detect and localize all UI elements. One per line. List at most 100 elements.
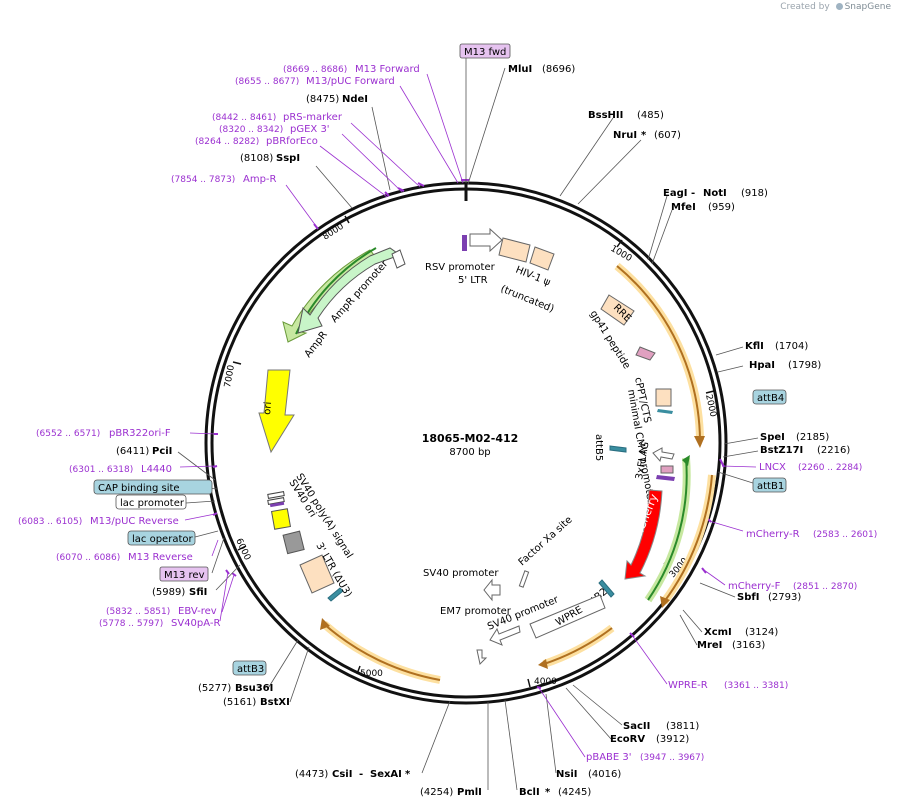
orf-arrow-3[interactable]	[543, 627, 613, 665]
ltr3-box[interactable]	[299, 554, 335, 594]
enzyme-xcmi[interactable]: XcmI (3124)	[704, 627, 778, 638]
enzyme-pos: (8108)	[240, 153, 273, 164]
cmv-promoter-arrow[interactable]	[652, 447, 675, 463]
hiv-psi-box[interactable]	[529, 246, 555, 271]
ltr5-box[interactable]	[498, 237, 531, 263]
orf-arrowhead-2	[660, 596, 670, 608]
primer-pbrforeco[interactable]: (8264 .. 8282) pBRforEco	[195, 136, 318, 147]
enzyme-mlui[interactable]: MluI (8696)	[508, 64, 575, 75]
orf-arrow-4[interactable]	[323, 623, 441, 681]
cds-arrow-a[interactable]	[647, 457, 688, 601]
enzyme-pos: (8475)	[306, 94, 339, 105]
rre-box[interactable]	[600, 294, 635, 326]
enzyme-bstxi[interactable]: (5161) BstXI	[223, 697, 290, 708]
rsv-promoter-arrow[interactable]	[469, 227, 503, 253]
lac-promoter-box[interactable]: lac promoter	[115, 494, 187, 510]
enzyme-name: BclI	[519, 787, 540, 798]
enzyme-sbfi[interactable]: SbfI (2793)	[737, 592, 801, 603]
primer-range: (2260 .. 2284)	[798, 463, 862, 473]
svg-text:CAP binding site: CAP binding site	[98, 483, 180, 494]
plasmid-length: 8700 bp	[449, 447, 490, 458]
enzyme-name: MreI	[697, 640, 722, 651]
cppt-box[interactable]	[655, 388, 672, 407]
primer-m13-puc-reverse[interactable]: (6083 .. 6105) M13/pUC Reverse	[18, 516, 179, 527]
primer-pbabe-3[interactable]: pBABE 3' (3947 .. 3967)	[586, 752, 704, 763]
primer-m13-reverse[interactable]: (6070 .. 6086) M13 Reverse	[56, 552, 193, 563]
mcherry-arrow[interactable]	[624, 489, 663, 580]
enzyme-mfei[interactable]: MfeI (959)	[671, 202, 735, 213]
attb1-box[interactable]: attB1	[752, 477, 787, 493]
enzyme-bsu36i[interactable]: (5277) Bsu36I	[198, 683, 273, 694]
enzyme-csii-sexai[interactable]: (4473) CsiI - SexAI *	[295, 769, 411, 780]
lac-operator-box[interactable]: lac operator	[127, 530, 196, 546]
primer-pgex-3[interactable]: (8320 .. 8342) pGEX 3'	[219, 124, 330, 135]
enzyme-pmli[interactable]: (4254) PmlI	[420, 787, 482, 798]
enzyme-ndei[interactable]: (8475) NdeI	[306, 94, 368, 105]
orf-arrow-1[interactable]	[616, 265, 701, 441]
orf-arrowhead-4	[320, 618, 330, 630]
primer-m13-forward[interactable]: (8669 .. 8686) M13 Forward	[283, 64, 420, 75]
ampr-promoter-box[interactable]	[391, 249, 406, 269]
enzyme-pos: (2216)	[817, 445, 850, 456]
primer-lncx[interactable]: LNCX (2260 .. 2284)	[759, 462, 862, 473]
enzyme-name: PmlI	[457, 787, 482, 798]
svg-text:lac operator: lac operator	[132, 534, 193, 545]
enzyme-pos: (918)	[741, 188, 768, 199]
attb1-site	[660, 465, 674, 474]
primer-m13-puc-forward[interactable]: (8655 .. 8677) M13/pUC Forward	[235, 76, 395, 87]
primer-range: (8442 .. 8461)	[212, 113, 276, 123]
primer-range: (3947 .. 3967)	[640, 753, 704, 763]
enzyme-sfii[interactable]: (5989) SfiI	[152, 587, 207, 598]
primer-l4440[interactable]: (6301 .. 6318) L4440	[69, 464, 172, 475]
m13-fwd-box[interactable]: M13 fwd	[459, 43, 511, 59]
primer-name: mCherry-F	[728, 581, 781, 592]
enzyme-spei[interactable]: SpeI (2185)	[760, 432, 829, 443]
sv40-polya-box[interactable]	[282, 530, 305, 555]
enzyme-eagi-noti[interactable]: EagI - NotI (918)	[663, 188, 768, 199]
em7-promoter-arrow[interactable]	[476, 649, 488, 666]
enzyme-sacii[interactable]: SacII (3811)	[623, 721, 699, 732]
enzyme-sspi[interactable]: (8108) SspI	[240, 153, 300, 164]
snapgene-logo-icon	[835, 3, 843, 10]
wpre-box[interactable]	[529, 594, 606, 639]
sv40-ori-box[interactable]	[270, 508, 292, 530]
enzyme-nsii[interactable]: NsiI (4016)	[556, 769, 621, 780]
orf-arrow-2[interactable]	[663, 474, 713, 603]
enzyme-hpai[interactable]: HpaI (1798)	[749, 360, 821, 371]
primer-mcherry-f[interactable]: mCherry-F (2851 .. 2870)	[728, 581, 857, 592]
primer-ebv-rev[interactable]: (5832 .. 5851) EBV-rev	[106, 606, 217, 617]
primer-wpre-r[interactable]: WPRE-R (3361 .. 3381)	[668, 680, 788, 691]
sv40-promoter-arrow-2[interactable]	[489, 625, 521, 646]
ori-arrow[interactable]	[258, 369, 295, 454]
enzyme-kfli[interactable]: KflI (1704)	[745, 341, 808, 352]
enzyme-name: SpeI	[760, 432, 785, 443]
enzyme-name-2: NotI	[703, 188, 727, 199]
enzyme-mrei[interactable]: MreI (3163)	[697, 640, 765, 651]
enzyme-nrui[interactable]: NruI * (607)	[613, 130, 681, 141]
enzyme-pos: (3912)	[656, 734, 689, 745]
attb4-box[interactable]: attB4	[752, 389, 787, 405]
primer-sv40pa-r[interactable]: (5778 .. 5797) SV40pA-R	[99, 618, 220, 629]
primer-mcherry-r[interactable]: mCherry-R (2583 .. 2601)	[746, 529, 877, 540]
cap-binding-site-box[interactable]: CAP binding site	[93, 479, 213, 495]
primer-range: (6083 .. 6105)	[18, 517, 82, 527]
primer-name: mCherry-R	[746, 529, 800, 540]
primer-amp-r[interactable]: (7854 .. 7873) Amp-R	[171, 174, 277, 185]
attb3-box[interactable]: attB3	[232, 660, 267, 676]
primer-prs-marker[interactable]: (8442 .. 8461) pRS-marker	[212, 112, 343, 123]
enzyme-bsshii[interactable]: BssHII (485)	[588, 110, 664, 121]
enzyme-bstz17i[interactable]: BstZ17I (2216)	[760, 445, 850, 456]
m13-rev-box[interactable]: M13 rev	[159, 566, 209, 582]
primer-name: WPRE-R	[668, 680, 708, 691]
primer-pbr322ori-f[interactable]: (6552 .. 6571) pBR322ori-F	[36, 428, 171, 439]
enzyme-pcii[interactable]: (6411) PciI	[116, 446, 172, 457]
primer-range: (7854 .. 7873)	[171, 175, 235, 185]
ampr-arrow[interactable]	[297, 247, 402, 334]
enzyme-ecorv[interactable]: EcoRV (3912)	[610, 734, 689, 745]
enzyme-name-2: SexAI	[370, 769, 402, 780]
enzyme-bcli[interactable]: BclI * (4245)	[519, 787, 591, 798]
svg-text:attB1: attB1	[757, 481, 784, 492]
sv40-promoter-arrow-1[interactable]	[483, 578, 501, 602]
gp41-box[interactable]	[635, 346, 656, 361]
primer-range: (8655 .. 8677)	[235, 77, 299, 87]
